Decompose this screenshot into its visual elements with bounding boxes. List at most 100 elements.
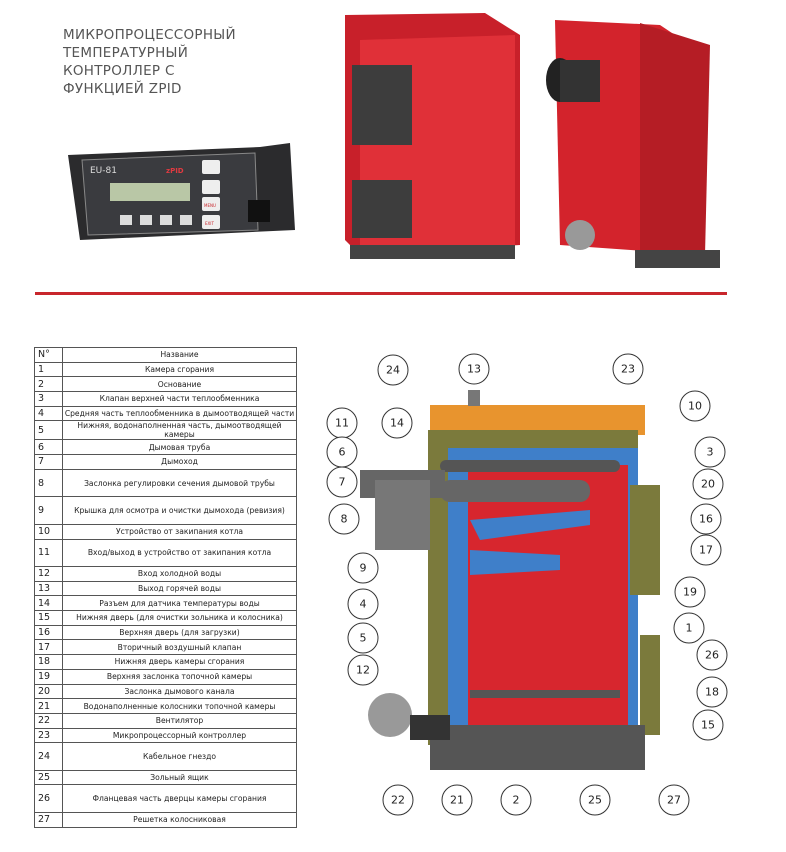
callout-9: 9 <box>347 552 379 584</box>
callout-circle <box>347 654 379 686</box>
callout-label: 14 <box>390 417 404 430</box>
callout-label: 21 <box>450 794 464 807</box>
callout-label: 2 <box>513 794 520 807</box>
callout-label: 24 <box>386 364 400 377</box>
callout-13: 13 <box>458 353 490 385</box>
callout-circle <box>692 709 724 741</box>
part-number: 3 <box>34 391 63 407</box>
part-name: Водонаполненные колосники топочной камер… <box>62 698 297 714</box>
part-name: Вентилятор <box>62 712 297 729</box>
callout-5: 5 <box>347 622 379 654</box>
callout-18: 18 <box>696 676 728 708</box>
callout-circle <box>381 407 413 439</box>
part-name: Разъем для датчика температуры воды <box>62 595 297 612</box>
callout-22: 22 <box>382 784 414 816</box>
part-number: 19 <box>34 668 63 685</box>
callout-label: 26 <box>705 649 719 662</box>
part-name: Устройство от закипания котла <box>62 523 297 540</box>
callout-8: 8 <box>328 503 360 535</box>
callout-circle <box>696 676 728 708</box>
callout-11: 11 <box>326 407 358 439</box>
part-name: Кабельное гнездо <box>62 742 297 771</box>
part-number: 14 <box>34 595 63 612</box>
callout-label: 12 <box>356 664 370 677</box>
callout-circle <box>690 503 722 535</box>
callout-23: 23 <box>612 353 644 385</box>
part-name: Вторичный воздушный клапан <box>62 639 297 656</box>
part-number: 15 <box>34 610 63 626</box>
callout-circle <box>500 784 532 816</box>
callout-3: 3 <box>694 436 726 468</box>
part-number: 20 <box>34 683 63 700</box>
callout-1: 1 <box>673 612 705 644</box>
part-number: 2 <box>34 376 63 393</box>
callout-label: 10 <box>688 400 702 413</box>
callout-label: 5 <box>360 632 367 645</box>
callout-17: 17 <box>690 534 722 566</box>
part-name: Крышка для осмотра и очистки дымохода (р… <box>62 496 297 525</box>
callout-label: 22 <box>391 794 405 807</box>
part-number: 21 <box>34 698 63 714</box>
callout-label: 13 <box>467 363 481 376</box>
part-number: 22 <box>34 712 63 729</box>
callout-label: 9 <box>360 562 367 575</box>
part-name: Вход холодной воды <box>62 566 297 582</box>
part-number: 13 <box>34 580 63 597</box>
part-number: 4 <box>34 405 63 422</box>
boiler-back-photo <box>546 20 720 268</box>
section-divider <box>35 292 727 295</box>
callout-20: 20 <box>692 468 724 500</box>
callout-7: 7 <box>326 466 358 498</box>
callout-circle <box>679 390 711 422</box>
callout-circle <box>458 353 490 385</box>
part-number: 27 <box>34 811 63 828</box>
callout-label: 25 <box>588 794 602 807</box>
callout-circle <box>347 588 379 620</box>
part-name: Нижняя дверь камеры сгорания <box>62 654 297 670</box>
callout-label: 15 <box>701 719 715 732</box>
table-header: N° Название <box>34 347 297 363</box>
callout-label: 3 <box>707 446 714 459</box>
callout-circle <box>441 784 473 816</box>
callout-label: 23 <box>621 363 635 376</box>
part-name: Решетка колосниковая <box>62 811 297 828</box>
part-number: 9 <box>34 496 63 525</box>
callout-label: 4 <box>360 598 367 611</box>
part-name: Дымоход <box>62 454 297 470</box>
part-number: 10 <box>34 523 63 540</box>
callout-12: 12 <box>347 654 379 686</box>
callout-circle <box>612 353 644 385</box>
exit-button-label: EXIT <box>205 221 214 226</box>
callout-circle <box>692 468 724 500</box>
controller-heading: МИКРОПРОЦЕССОРНЫЙ ТЕМПЕРАТУРНЫЙ КОНТРОЛЛ… <box>63 27 236 97</box>
callout-circle <box>377 354 409 386</box>
boiler-front-photo <box>345 13 520 259</box>
callout-label: 19 <box>683 586 697 599</box>
part-number: 6 <box>34 439 63 456</box>
part-number: 25 <box>34 769 63 786</box>
part-name: Верхняя дверь (для загрузки) <box>62 624 297 641</box>
callout-6: 6 <box>326 436 358 468</box>
callout-14: 14 <box>381 407 413 439</box>
part-number: 23 <box>34 727 63 744</box>
part-name: Нижняя дверь (для очистки зольника и кол… <box>62 610 297 626</box>
callout-label: 27 <box>667 794 681 807</box>
